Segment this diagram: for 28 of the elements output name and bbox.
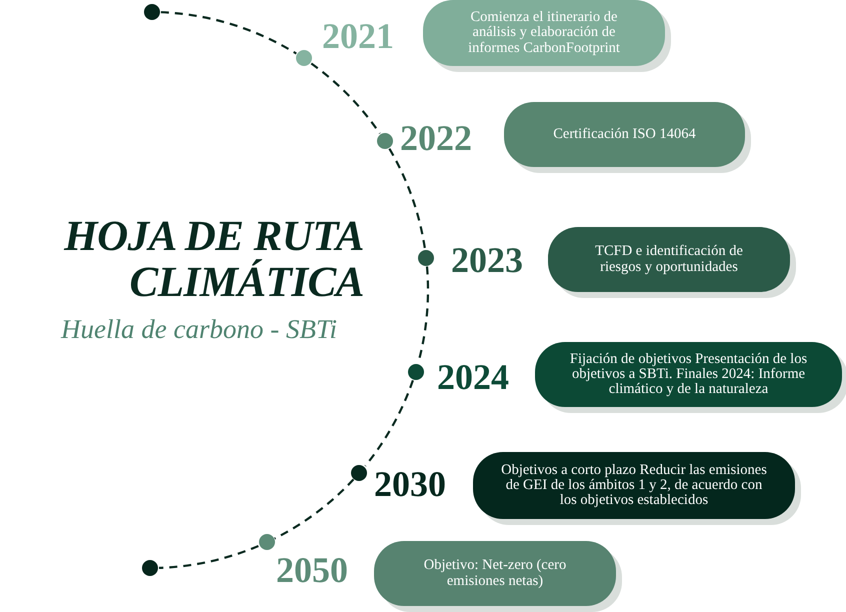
milestone-box: TCFD e identificación de riesgos y oportunidades — [548, 227, 790, 292]
dashed-connector — [310, 62, 381, 134]
milestone-box: Objetivos a corto plazo Reducir las emisiones de GEI de los ámbitos 1 y 2, de acuerdo con los objetivos establecidos — [473, 452, 795, 519]
dashed-connector — [388, 148, 426, 249]
timeline-dot — [258, 534, 275, 550]
year-label: 2030 — [374, 466, 446, 502]
dashed-connector — [364, 380, 414, 467]
year-label: 2024 — [437, 359, 509, 395]
year-label: 2022 — [400, 120, 472, 156]
timeline-dot — [144, 4, 160, 20]
milestone-box: Comienza el itinerario de análisis y elaboración de informes CarbonFootprint — [423, 0, 665, 66]
year-label: 2023 — [451, 242, 523, 278]
subtitle: Huella de carbono - SBTi — [61, 314, 337, 345]
dashed-connector — [274, 478, 354, 540]
milestone-box: Objetivo: Net-zero (cero emisiones netas) — [374, 541, 616, 606]
timeline-dot — [296, 50, 312, 66]
dashed-connector — [160, 11, 297, 55]
milestone-box: Fijación de objetivos Presentación de los objetivos a SBTi. Finales 2024: Informe climático y de la naturaleza — [535, 342, 842, 407]
title: HOJA DE RUTA CLIMÁTICA — [62, 214, 364, 306]
dashed-connector — [158, 544, 259, 569]
timeline-dot — [376, 133, 393, 150]
timeline-dot — [351, 464, 368, 481]
milestone-box: Certificación ISO 14064 — [504, 102, 745, 167]
timeline-dot — [418, 250, 434, 266]
timeline-dot — [142, 560, 158, 576]
timeline-dot — [408, 364, 424, 380]
year-label: 2050 — [276, 552, 348, 588]
year-label: 2021 — [322, 18, 394, 54]
